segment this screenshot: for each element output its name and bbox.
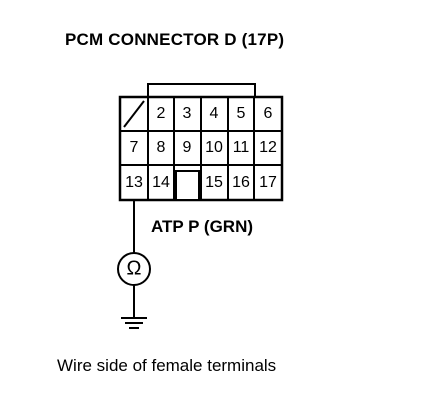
terminal-17: 17 <box>259 174 277 191</box>
ground-icon <box>121 317 147 329</box>
terminal-2: 2 <box>156 105 166 122</box>
terminal-10: 10 <box>205 139 223 156</box>
terminal-4: 4 <box>209 105 219 122</box>
terminal-16: 16 <box>232 174 250 191</box>
diagram-title: PCM CONNECTOR D (17P) <box>65 30 285 49</box>
terminal-9: 9 <box>182 139 192 156</box>
terminal-8: 8 <box>156 139 166 156</box>
terminal-14: 14 <box>152 174 170 191</box>
terminal-7: 7 <box>129 139 139 156</box>
unused-cavity-mark <box>123 100 145 128</box>
terminal-15: 15 <box>205 174 223 191</box>
terminal-5: 5 <box>236 105 246 122</box>
connector-hood <box>147 83 256 97</box>
wire-label: ATP P (GRN) <box>151 217 254 236</box>
terminal-3: 3 <box>182 105 192 122</box>
terminal-12: 12 <box>259 139 277 156</box>
ohm-symbol: Ω <box>126 257 142 280</box>
terminal-6: 6 <box>263 105 273 122</box>
terminal-13: 13 <box>125 174 143 191</box>
terminal-11: 11 <box>232 139 250 156</box>
diagram-caption: Wire side of female terminals <box>57 356 277 375</box>
